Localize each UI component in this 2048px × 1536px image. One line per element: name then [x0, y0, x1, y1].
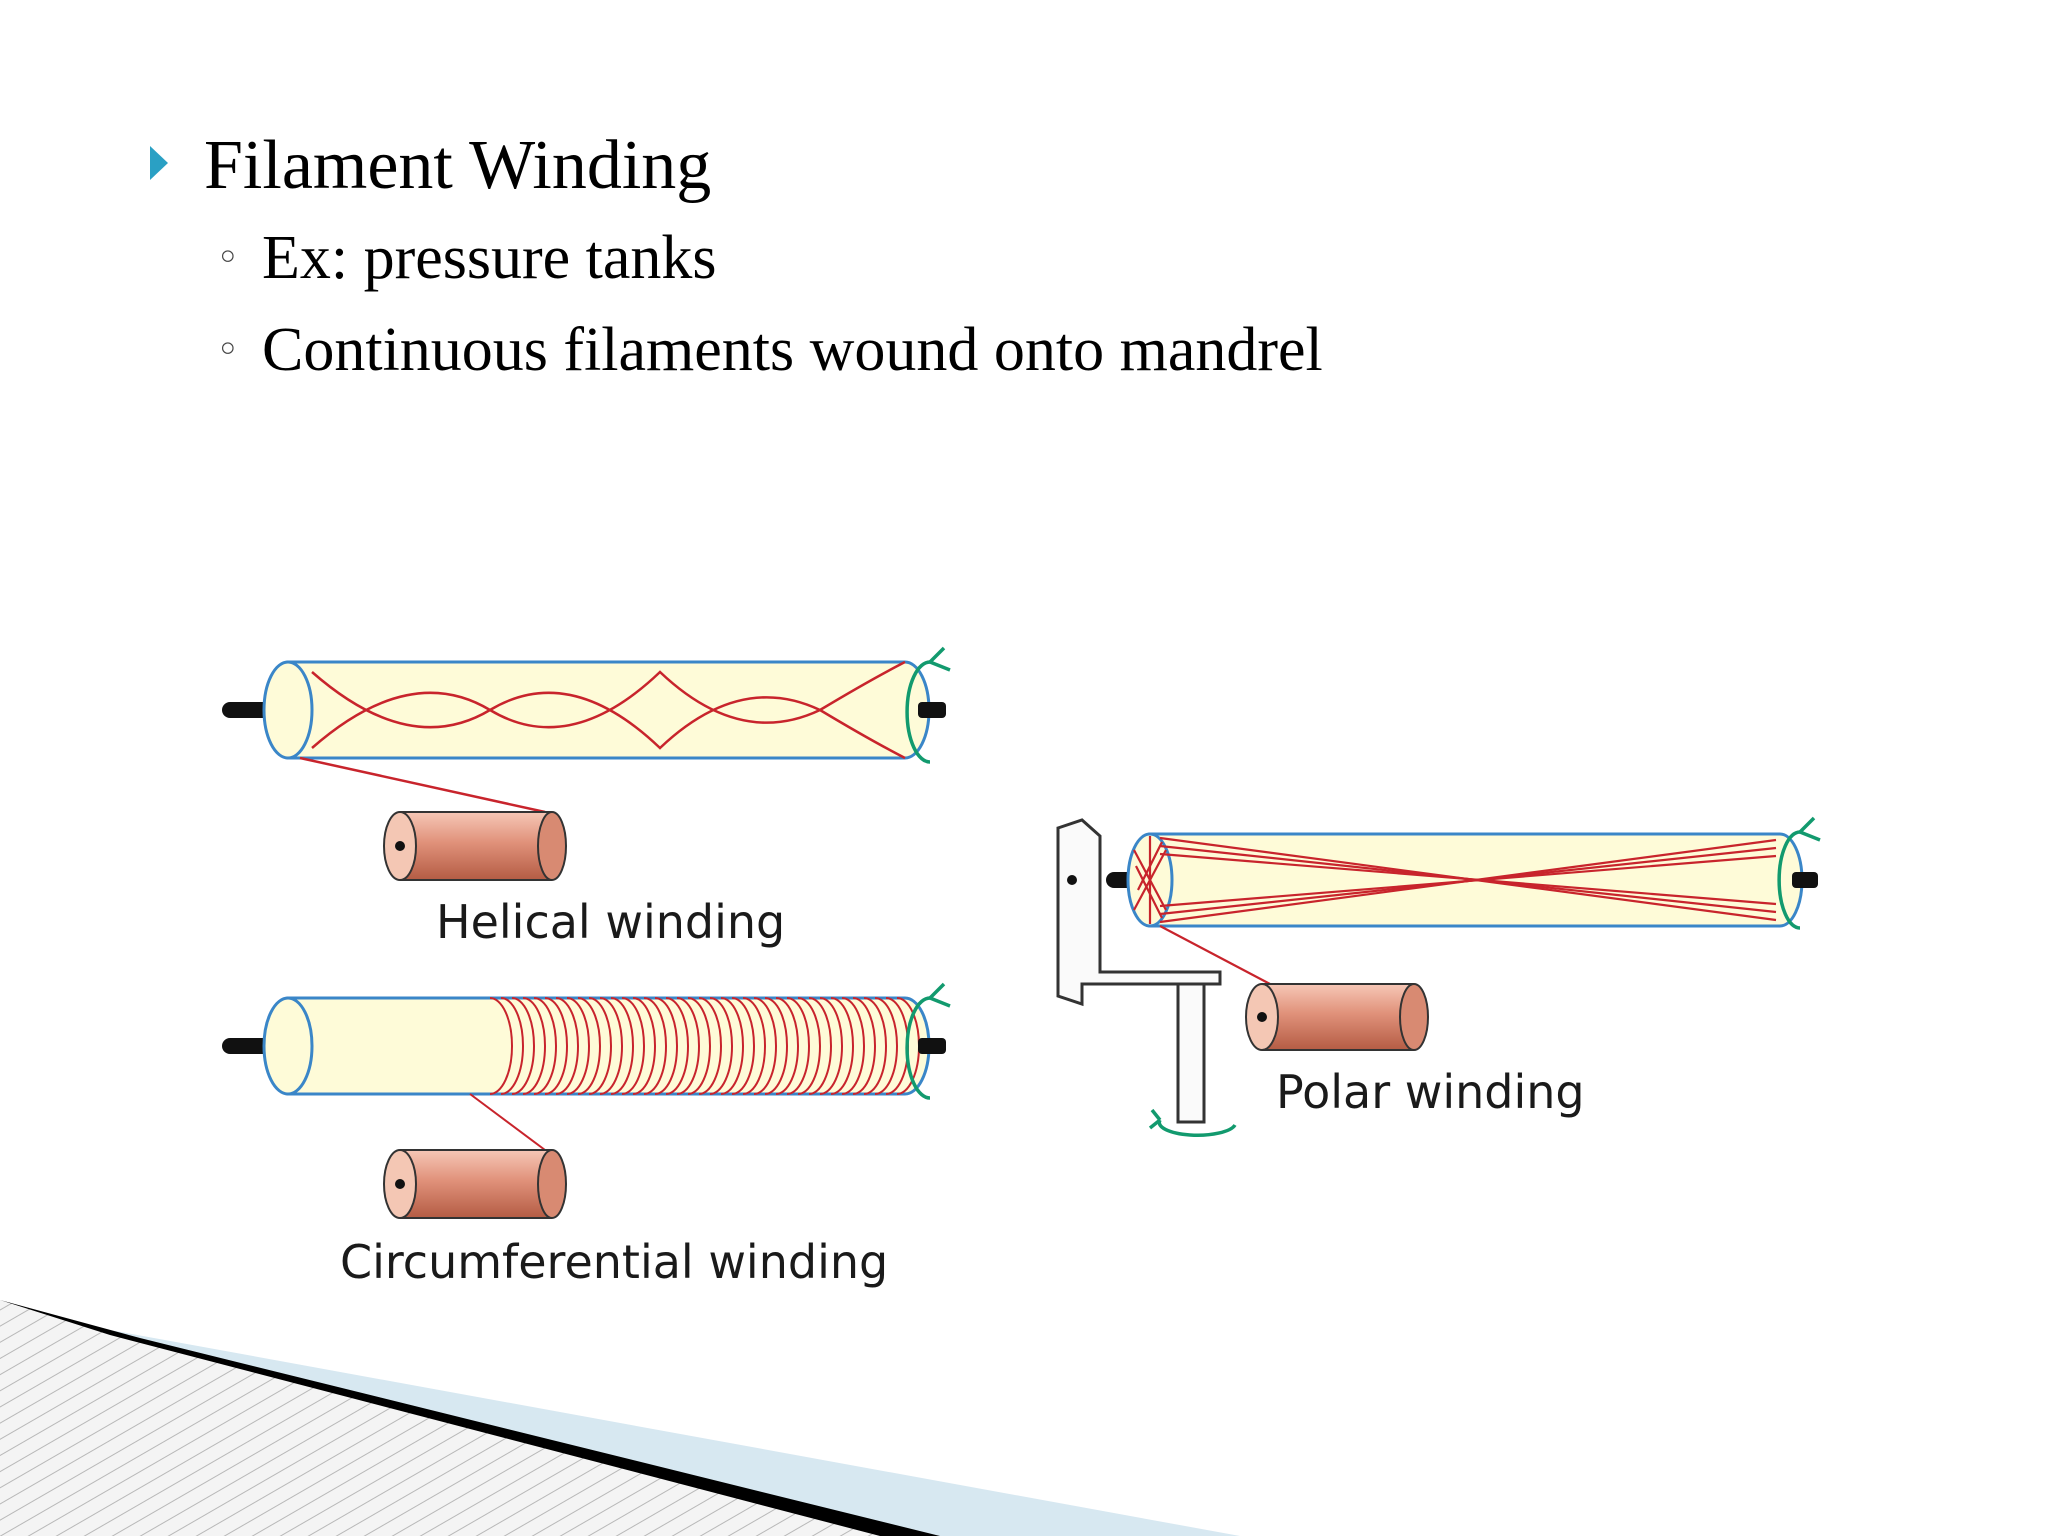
mandrel-end: [262, 660, 314, 760]
circumferential-winding-label: Circumferential winding: [340, 1235, 888, 1289]
hatched-corner: [0, 1300, 880, 1536]
hollow-circle-icon: ◦: [216, 327, 240, 373]
spool: [383, 1149, 567, 1219]
spool: [1245, 983, 1429, 1051]
shaft-right: [1792, 872, 1818, 888]
polar-winding-label: Polar winding: [1276, 1065, 1585, 1119]
polar-winding-diagram: Polar winding: [1056, 816, 1821, 1137]
shaft-right: [918, 1038, 946, 1054]
pivot-rotation-arrow-icon: [1148, 1108, 1237, 1137]
circumferential-winding-diagram: Circumferential winding: [222, 982, 951, 1289]
sub-bullet-continuous: ◦ Continuous filaments wound onto mandre…: [150, 304, 1850, 396]
light-blue-wedge: [110, 1330, 1240, 1536]
rotation-arrow-icon: [905, 982, 951, 1100]
helical-winding-diagram: Helical winding: [222, 646, 951, 949]
sub-bullet-text: Ex: pressure tanks: [262, 224, 717, 292]
bracket: [1056, 818, 1222, 1007]
pivot-post: [1176, 982, 1206, 1124]
sub-bullet-text: Continuous filaments wound onto mandrel: [262, 316, 1323, 384]
helical-winding-label: Helical winding: [436, 895, 785, 949]
hollow-circle-icon: ◦: [216, 235, 240, 281]
mandrel-body: [286, 996, 931, 1096]
mandrel-end: [262, 996, 314, 1096]
bullet-filament-winding: Filament Winding: [150, 120, 1850, 212]
sub-bullet-example: ◦ Ex: pressure tanks: [150, 212, 1850, 304]
triangle-right-icon: [150, 146, 168, 180]
shaft-right: [918, 702, 946, 718]
bullet-list: Filament Winding ◦ Ex: pressure tanks ◦ …: [150, 120, 1850, 396]
rotation-arrow-icon: [1777, 816, 1821, 930]
rotation-arrow-icon: [905, 646, 951, 764]
helical-fibers: [299, 660, 906, 814]
spool: [383, 811, 567, 881]
bullet-text: Filament Winding: [204, 127, 712, 204]
polar-fibers: [1133, 836, 1777, 985]
